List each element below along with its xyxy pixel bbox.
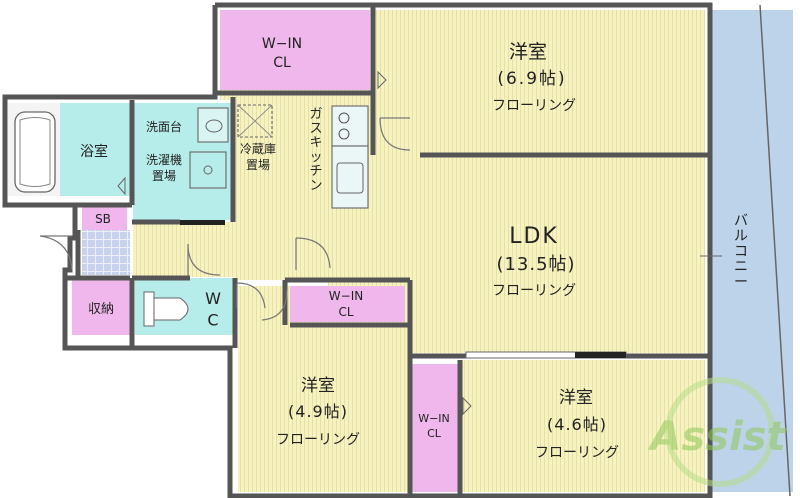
washbasin-fixture (197, 107, 229, 143)
washbasin-label: 洗面台 (146, 119, 182, 134)
bedroom-left-floor: フローリング (276, 432, 360, 448)
washer-fixture (189, 151, 227, 189)
sb-label: SB (95, 212, 111, 226)
wic-top-area (220, 10, 370, 90)
bedroom-left-size: (4.9帖) (288, 402, 348, 421)
storage-label: 収納 (88, 302, 114, 317)
door-entrance (39, 235, 73, 271)
wic-mid-area (290, 286, 405, 322)
bath-label: 浴室 (80, 143, 108, 160)
bedroom-top-size: (6.9帖) (497, 69, 566, 89)
bedroom-right-area (462, 360, 705, 492)
bedroom-right-name: 洋室 (559, 388, 593, 408)
door-wc (236, 282, 266, 309)
bathtub-inner (19, 117, 51, 187)
bath-area (60, 103, 130, 196)
bedroom-top-name: 洋室 (509, 41, 547, 63)
bathtub-fixture (14, 111, 56, 193)
slide-door-hall (180, 220, 225, 225)
ldk-size: (13.5帖) (496, 254, 575, 275)
assist-logo-text: Assist (647, 414, 787, 460)
toilet-bowl (153, 297, 189, 321)
fridge-area (233, 100, 328, 218)
ldk-floor: フローリング (492, 283, 576, 299)
outer-wall (2, 2, 713, 498)
kitchen-counter (331, 145, 369, 209)
wic-bottom-area (410, 364, 458, 492)
gas-kitchen-label: ガスキッチン (309, 107, 322, 194)
bedroom-top-floor: フローリング (492, 98, 576, 114)
bedroom-left-name: 洋室 (301, 376, 335, 396)
ldk-area-left (233, 218, 328, 280)
stove-fixture (331, 105, 369, 147)
assist-logo: Assist (647, 377, 787, 487)
bedroom-left-area (238, 322, 410, 492)
fridge-label: 冷蔵庫置場 (240, 142, 276, 172)
storage-area (72, 278, 130, 335)
door-ldk (295, 237, 331, 270)
balcony-label: バルコニー (734, 213, 748, 291)
ldk-name: LDK (509, 224, 559, 249)
washer-label: 洗濯機置場 (146, 152, 182, 183)
kitchen-sink (336, 162, 364, 194)
bedroom-right-size: (4.6帖) (547, 415, 607, 434)
sb-area (82, 207, 127, 230)
closet-door-marker-top (377, 70, 387, 90)
door-bedroom-left (261, 289, 288, 321)
closet-door-marker-bottom (462, 396, 472, 416)
hallway-area (133, 222, 233, 277)
door-bedroom-top (379, 117, 411, 151)
toilet-tank (143, 291, 155, 327)
balcony-area (708, 10, 793, 492)
sink-bowl (205, 119, 223, 133)
washer-drain (203, 165, 213, 175)
fridge-box (237, 104, 273, 138)
bedroom-top-area (375, 10, 705, 155)
burner-1 (338, 112, 350, 124)
entrance-arrow (117, 176, 126, 196)
balcony-rail (759, 4, 791, 497)
entrance-area (82, 230, 130, 275)
door-hall (187, 243, 221, 276)
bedroom-right-floor: フローリング (535, 445, 619, 461)
burner-2 (338, 128, 350, 140)
fridge-x2 (237, 104, 273, 138)
slide-door-ldk-solid (575, 352, 626, 358)
